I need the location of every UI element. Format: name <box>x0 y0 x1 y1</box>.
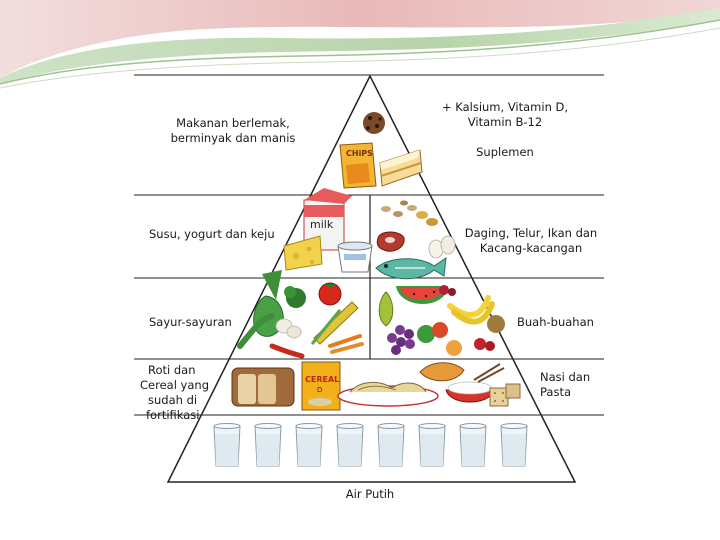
fruits-group-icon <box>378 285 505 356</box>
croissant-icon <box>419 362 465 382</box>
cereal-box-icon: CEREAL D <box>301 361 341 411</box>
tier1-right-label: + Kalsium, Vitamin D, Vitamin B-12 Suple… <box>425 100 585 160</box>
water-glass-icon <box>295 423 323 467</box>
water-glass-icon <box>336 423 364 467</box>
milk-label: milk <box>310 218 334 231</box>
eggs-icon <box>428 235 456 259</box>
bread-loaf-icon <box>231 367 295 407</box>
water-glass-icon <box>377 423 405 467</box>
supplement-line2: Vitamin B-12 <box>467 115 543 129</box>
rice-line1: Nasi dan <box>540 370 591 384</box>
vegetables-label: Sayur-sayuran <box>149 315 232 329</box>
vegetables-group-icon <box>237 270 364 359</box>
protein-line1: Daging, Telur, Ikan dan <box>464 226 598 240</box>
chips-bag-icon: CHiPS <box>339 142 377 189</box>
cake-slice-icon <box>379 149 423 187</box>
water-glass-icon <box>418 423 446 467</box>
bread-line3: sudah di <box>148 393 198 407</box>
protein-line2: Kacang-kacangan <box>479 241 583 255</box>
bread-line4: fortifikasi <box>146 408 200 422</box>
crackers-icon <box>489 383 521 407</box>
fats-sweets-line2: berminyak dan manis <box>170 131 296 145</box>
cookie-icon <box>363 112 385 134</box>
fats-sweets-line1: Makanan berlemak, <box>176 116 290 130</box>
water-glass-icon <box>254 423 282 467</box>
rice-bowl-icon <box>445 363 505 403</box>
grains-right-label: Nasi dan Pasta <box>540 370 590 400</box>
beans-nuts-icon <box>381 200 438 226</box>
fish-icon <box>375 256 447 280</box>
water-glasses-row <box>213 423 528 467</box>
meat-steak-icon <box>376 231 405 252</box>
water-label: Air Putih <box>345 487 395 501</box>
protein-label: Daging, Telur, Ikan dan Kacang-kacangan <box>456 226 606 256</box>
fruits-label: Buah-buahan <box>517 315 594 329</box>
cereal-label: CEREAL <box>305 375 339 384</box>
cereal-sub-label: D <box>317 386 322 394</box>
tier1-left-label: Makanan berlemak, berminyak dan manis <box>158 116 308 146</box>
chips-label: CHiPS <box>346 149 373 158</box>
yogurt-cup-icon <box>337 241 373 273</box>
water-glass-icon <box>213 423 241 467</box>
grains-left-label: Roti dan Cereal yang sudah di fortifikas… <box>138 363 209 423</box>
bread-line2: Cereal yang <box>140 378 209 392</box>
dairy-label: Susu, yogurt dan keju <box>149 227 275 241</box>
water-glass-icon <box>459 423 487 467</box>
header-swoosh-banner <box>0 0 720 89</box>
rice-line2: Pasta <box>540 385 572 399</box>
supplement-line3: Suplemen <box>476 145 534 159</box>
water-glass-icon <box>500 423 528 467</box>
cheese-icon <box>283 235 323 271</box>
bread-line1: Roti dan <box>148 363 196 377</box>
pasta-plate-icon <box>337 382 439 407</box>
milk-carton-icon: milk <box>303 188 352 251</box>
supplement-line1: + Kalsium, Vitamin D, <box>441 100 569 114</box>
